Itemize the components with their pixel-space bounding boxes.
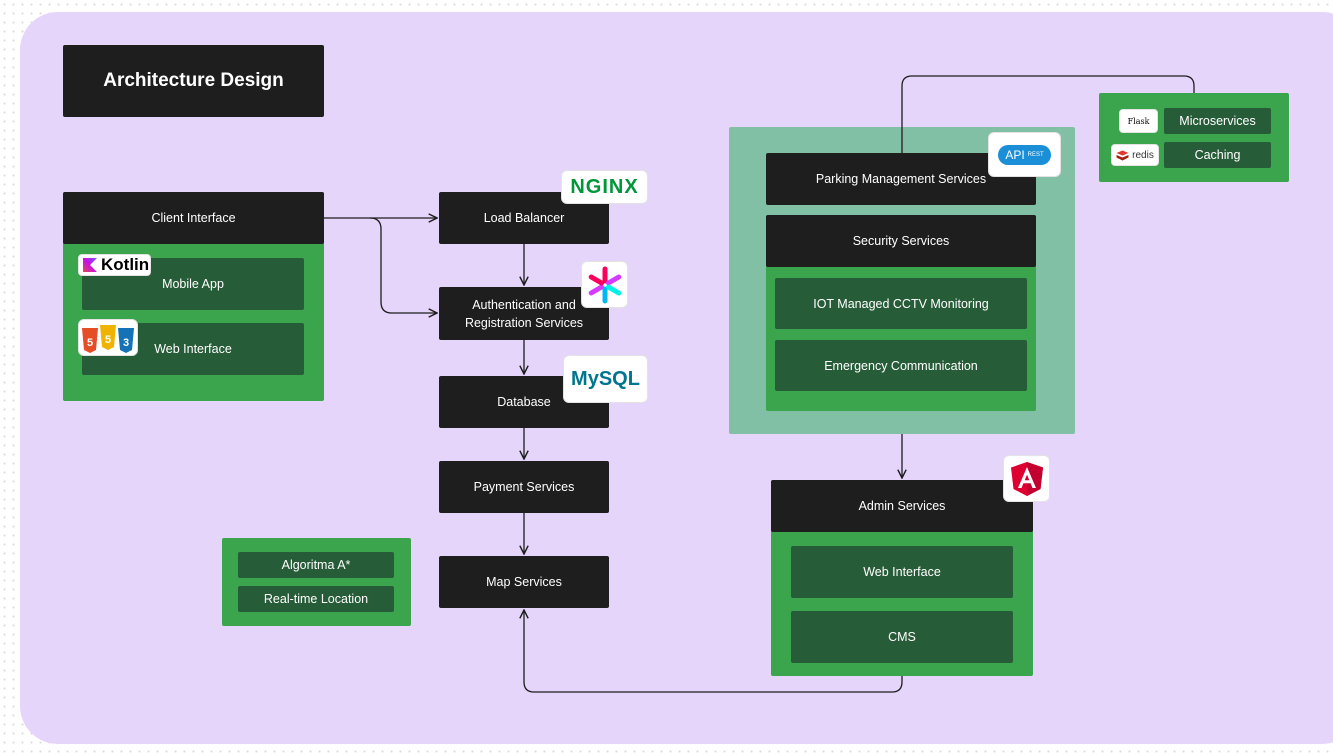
flask-logo: Flask: [1119, 109, 1158, 133]
emergency-communication-box: Emergency Communication: [775, 340, 1027, 391]
jwt-logo: [581, 261, 628, 308]
backend-group: [1099, 93, 1289, 182]
algorithm-a-star-box: Algoritma A*: [238, 552, 394, 578]
admin-services-header: Admin Services: [771, 480, 1033, 532]
html-css-js-icon: 5 5 3: [82, 324, 134, 353]
svg-text:5: 5: [105, 334, 111, 346]
payment-services-box: Payment Services: [439, 461, 609, 513]
svg-text:3: 3: [123, 337, 129, 349]
redis-logo: redis: [1111, 144, 1159, 166]
redis-logo-text: redis: [1132, 149, 1154, 161]
nginx-logo-text: NGINX: [570, 175, 639, 198]
mysql-logo: MySQL: [563, 355, 648, 403]
map-services-box: Map Services: [439, 556, 609, 608]
angular-icon: [1010, 461, 1043, 496]
angular-logo: [1003, 455, 1050, 502]
kotlin-logo: Kotlin: [78, 254, 151, 276]
caching-box: Caching: [1164, 142, 1271, 168]
kotlin-logo-text: Kotlin: [101, 255, 150, 274]
iot-cctv-box: IOT Managed CCTV Monitoring: [775, 278, 1027, 329]
jwt-icon: [588, 266, 621, 303]
auth-registration-box: Authentication and Registration Services: [439, 287, 609, 340]
flask-logo-text: Flask: [1127, 116, 1150, 126]
redis-icon: [1116, 150, 1129, 160]
client-interface-header: Client Interface: [63, 192, 324, 244]
svg-text:5: 5: [87, 337, 93, 349]
page-title: Architecture Design: [63, 45, 324, 117]
microservices-box: Microservices: [1164, 108, 1271, 134]
security-services-header: Security Services: [766, 215, 1036, 267]
rest-logo-text: REST: [1027, 151, 1044, 158]
api-logo-text: API: [1005, 147, 1025, 162]
rest-api-logo: API REST: [988, 132, 1061, 177]
auth-label-line2: Registration Services: [464, 315, 584, 330]
mysql-logo-text: MySQL: [571, 367, 640, 390]
html-js-css-logo: 5 5 3: [78, 319, 138, 356]
cms-box: CMS: [791, 611, 1013, 663]
auth-label-line1: Authentication and: [472, 297, 576, 312]
kotlin-icon: [83, 258, 97, 272]
admin-web-interface-box: Web Interface: [791, 546, 1013, 598]
cloud-icon: API REST: [998, 144, 1051, 165]
real-time-location-box: Real-time Location: [238, 586, 394, 612]
nginx-logo: NGINX: [561, 170, 648, 204]
